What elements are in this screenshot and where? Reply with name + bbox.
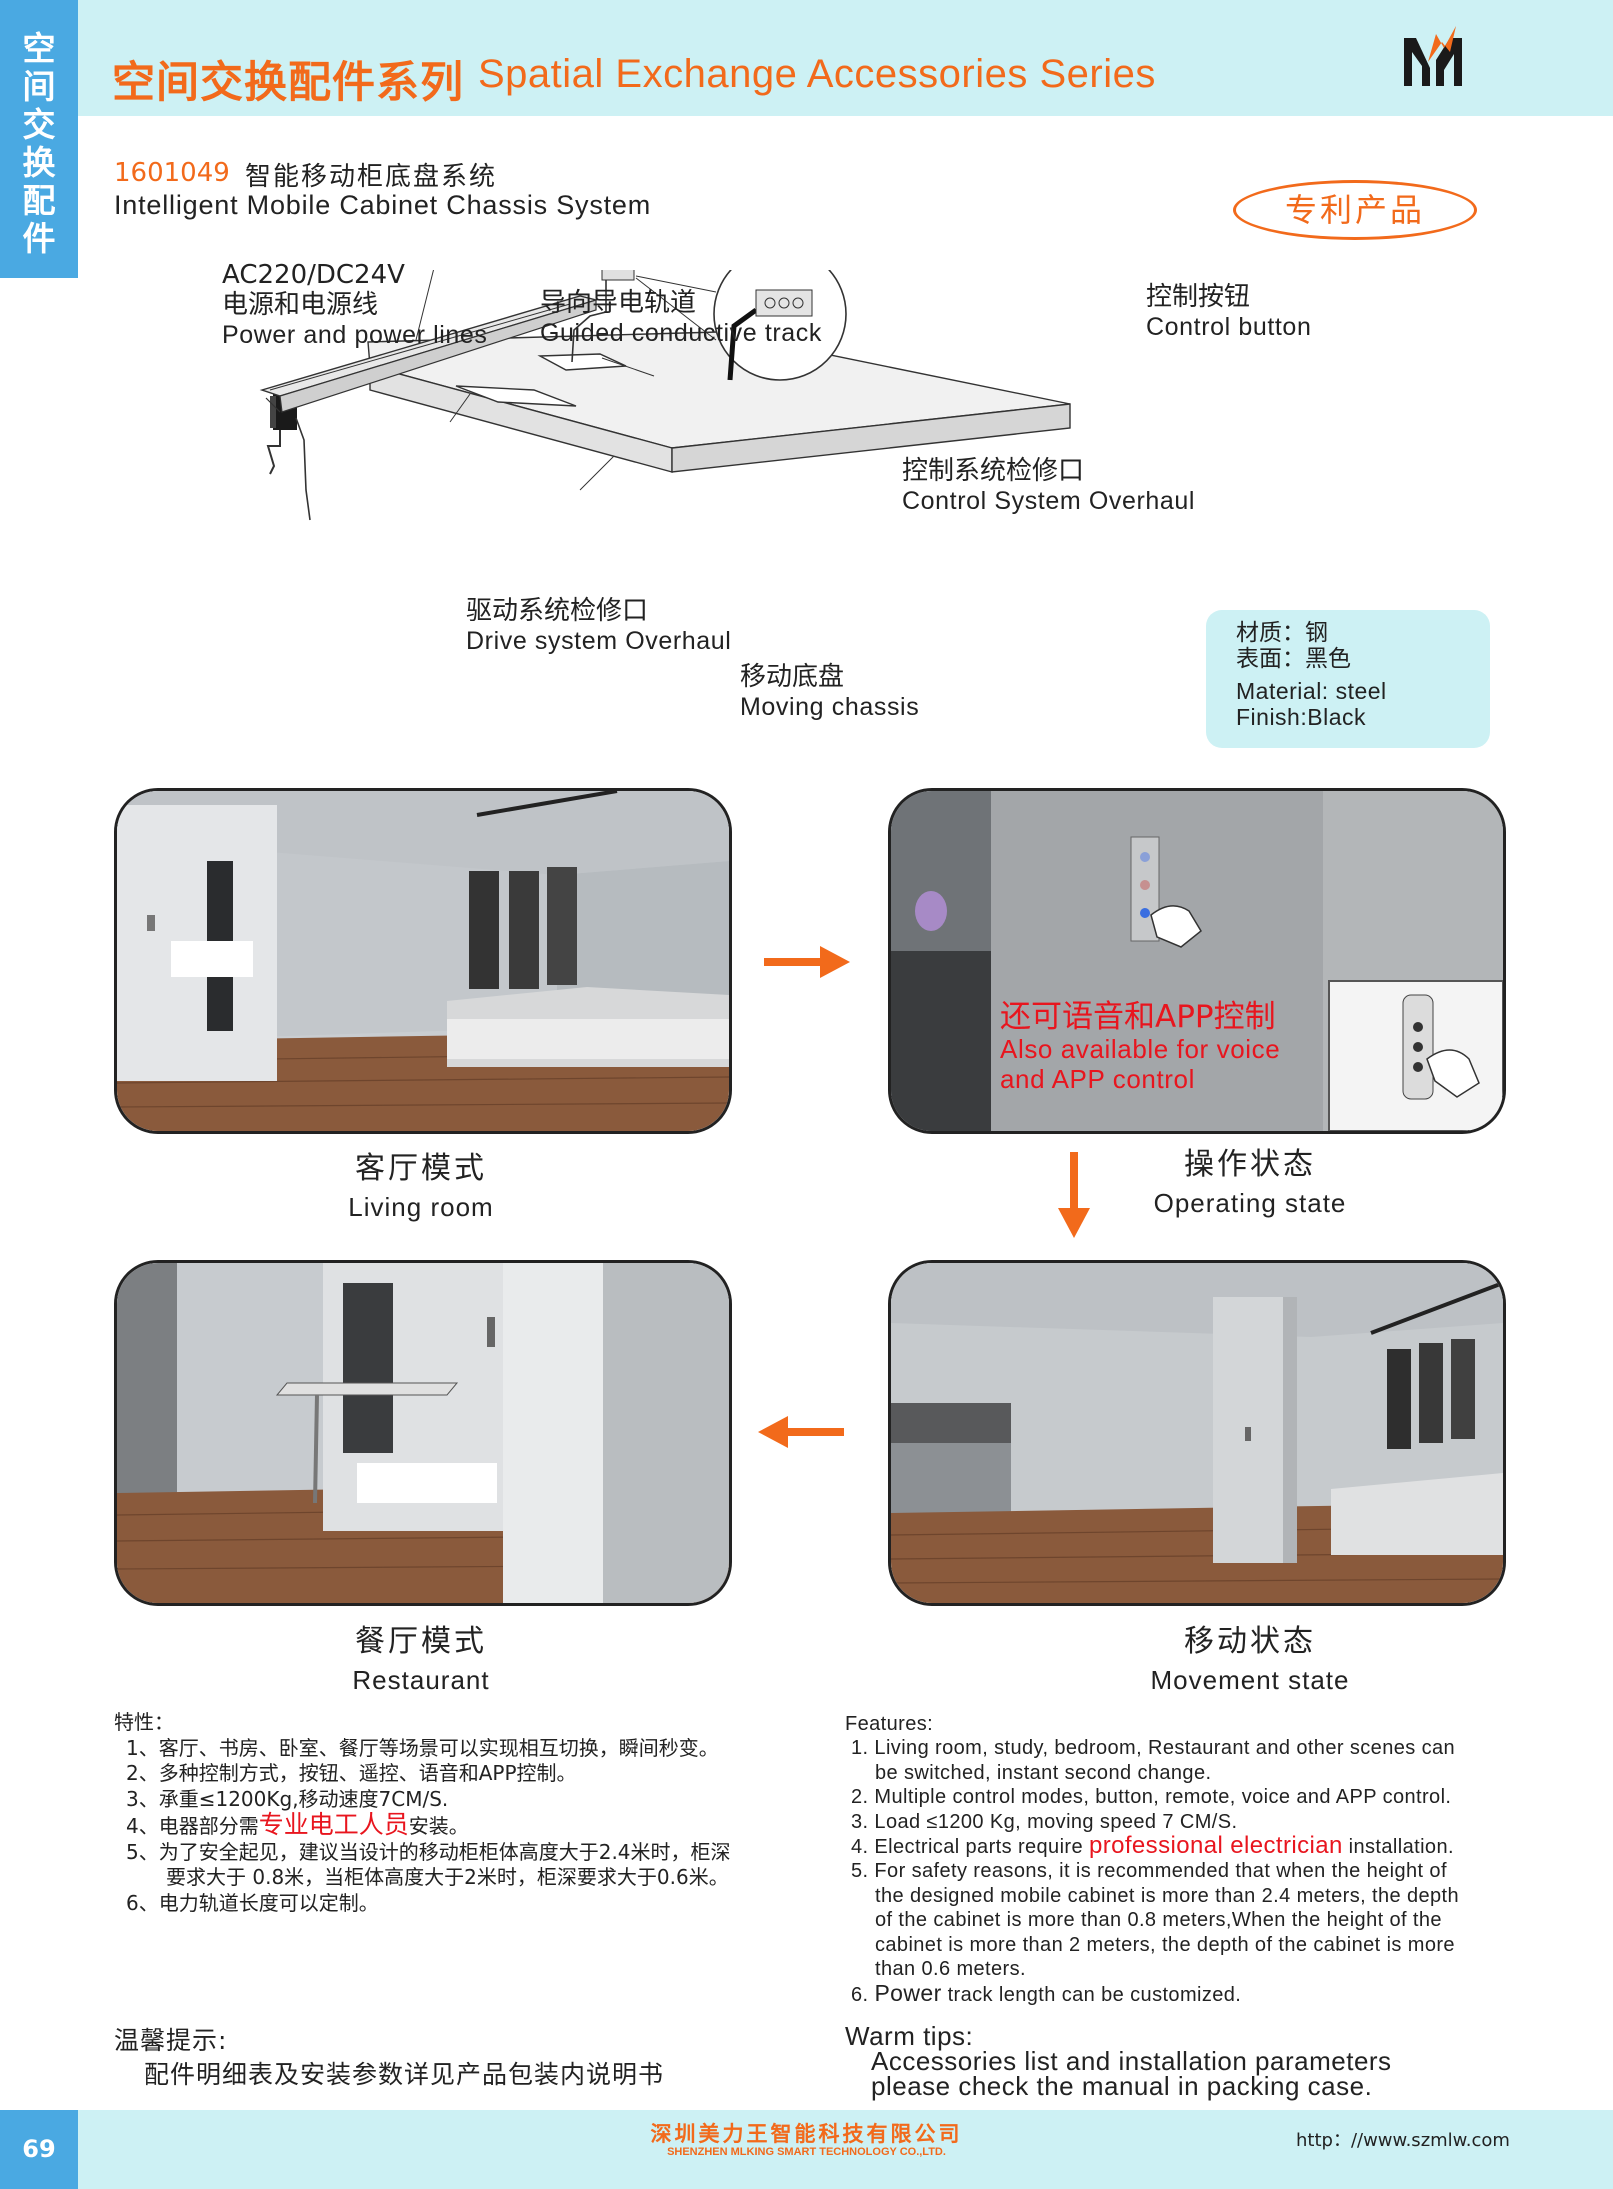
restaurant-photo <box>114 1260 732 1606</box>
series-title-en: Spatial Exchange Accessories Series <box>478 52 1156 96</box>
caption-living-room: 客厅模式 Living room <box>348 1151 494 1222</box>
operating-state-photo <box>888 788 1506 1134</box>
header-band <box>0 0 1613 116</box>
side-tab-text: 空 间 交 换 配 件 <box>22 29 56 258</box>
label-control-button: 控制按钮 Control button <box>1146 282 1312 341</box>
warm-tips-en: Warm tips: Accessories list and installa… <box>845 2021 1392 2101</box>
product-name-cn: 智能移动柜底盘系统 <box>245 162 498 192</box>
side-category-tab: 空 间 交 换 配 件 <box>0 0 78 278</box>
label-control-overhaul: 控制系统检修口 Control System Overhaul <box>902 456 1196 515</box>
page-number: 69 <box>0 2110 78 2189</box>
label-drive-overhaul: 驱动系统检修口 Drive system Overhaul <box>466 596 732 655</box>
drive-overhaul-opening <box>455 385 577 407</box>
warm-tips-cn: 温馨提示: 配件明细表及安装参数详见产品包装内说明书 <box>114 2026 665 2089</box>
label-track: 导向导电轨道 Guided conductive track <box>540 288 823 347</box>
m-logo-icon <box>1404 26 1462 86</box>
product-name-en: Intelligent Mobile Cabinet Chassis Syste… <box>114 190 652 220</box>
label-moving-chassis: 移动底盘 Moving chassis <box>740 662 920 721</box>
patent-badge: 专利产品 <box>1233 180 1477 240</box>
living-room-photo <box>114 788 732 1134</box>
company-name-cn: 深圳美力王智能科技有限公司 <box>650 2122 963 2146</box>
website-url[interactable]: http：//www.szmlw.com <box>1296 2130 1510 2151</box>
caption-restaurant: 餐厅模式 Restaurant <box>352 1624 490 1695</box>
features-en: Features: 1. Living room, study, bedroom… <box>845 1713 1460 2007</box>
voice-note: 还可语音和APP控制 Also available for voice and … <box>1000 999 1281 1094</box>
features-cn: 特性： 1、客厅、书房、卧室、餐厅等场景可以实现相互切换，瞬间秒变。 2、多种控… <box>114 1710 731 1915</box>
caption-movement-state: 移动状态 Movement state <box>1150 1624 1350 1695</box>
control-button-magnifier <box>635 270 847 381</box>
company-name-en: SHENZHEN MLKING SMART TECHNOLOGY CO.,LTD… <box>667 2146 946 2158</box>
arrow-left-icon <box>758 1416 844 1448</box>
arrow-down-icon <box>1058 1152 1090 1238</box>
chassis-diagram <box>259 270 1071 521</box>
guided-track <box>259 295 599 413</box>
caption-operating-state: 操作状态 Operating state <box>1153 1147 1347 1218</box>
chassis-side <box>671 403 1071 473</box>
movement-state-photo <box>888 1260 1506 1606</box>
footer-band <box>0 2110 1613 2189</box>
material-box: 材质：钢 表面：黑色 Material: steel Finish:Black <box>1206 610 1490 748</box>
arrow-right-icon <box>764 946 850 978</box>
product-code: 1601049 <box>114 158 230 188</box>
label-power: AC220/DC24V 电源和电源线 Power and power lines <box>222 260 488 349</box>
series-title-cn: 空间交换配件系列 <box>112 58 464 108</box>
